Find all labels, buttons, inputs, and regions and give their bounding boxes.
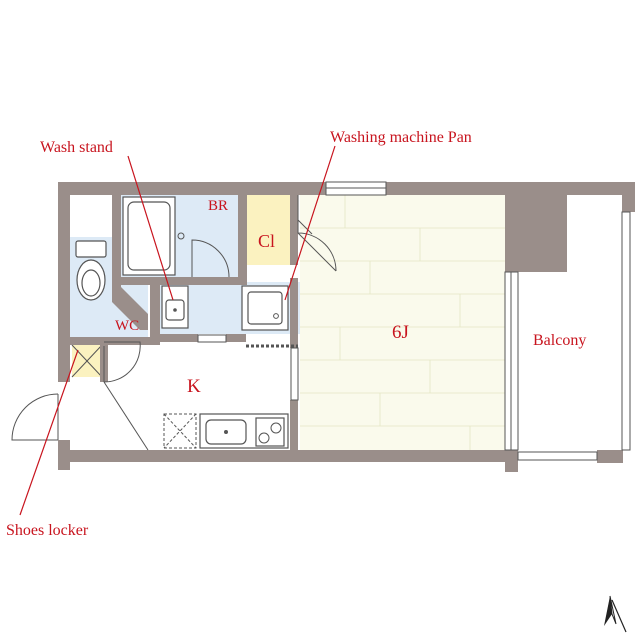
label-closet: Cl [258,231,275,251]
kitchen-counter [199,413,289,449]
wall-room-left [290,278,298,348]
closet-door [297,195,337,272]
bathtub [122,196,185,276]
north-arrow-icon [604,595,627,633]
wall-wc-bottom [70,337,160,345]
label-room-6j: 6J [392,322,409,343]
washing-machine-pan [241,285,289,331]
toilet [75,240,107,301]
label-wc: WC [115,318,139,334]
wall-pillar-shape [505,195,567,272]
wall-bath-right [238,195,247,285]
wall-balcony-end [597,450,623,463]
wall-wc-diagonal [112,287,148,330]
closet-floor [247,195,290,265]
room-6j-floor [300,195,505,450]
bathroom-door [191,239,230,278]
label-shoes-locker: Shoes locker [6,522,89,539]
balcony-rail [517,211,631,461]
wc-door [103,341,141,383]
wall-wash-bottom-b [226,334,246,342]
wash-opening [197,334,227,343]
wall-bottom [58,450,518,462]
wash-stand [161,285,189,329]
label-balcony: Balcony [533,332,586,349]
window-balcony [504,271,519,451]
window-top [325,181,387,196]
label-br: BR [208,198,228,214]
entry-door [11,393,59,441]
leader-washing-machine-pan [284,145,336,301]
wall-room-left-lower [290,400,298,450]
wall-bath-left [112,195,121,287]
label-wash-stand: Wash stand [40,139,113,156]
wall-wash-left [150,285,160,342]
wall-left [58,182,70,382]
fridge-space [163,413,197,449]
wall-pillar-bottom [505,450,518,472]
wall-balcony-top [622,182,635,212]
floor-boards [300,195,505,450]
room-partition-window [290,347,299,401]
label-kitchen: K [187,376,201,397]
leader-wash-stand [127,155,174,301]
wall-wash-bottom-a [160,334,198,342]
wall-closet-right [290,195,298,265]
leader-shoes-locker [19,349,79,516]
wall-top-left [58,182,326,195]
label-washing-machine-pan: Washing machine Pan [330,129,472,146]
wall-bath-bottom [112,277,242,285]
